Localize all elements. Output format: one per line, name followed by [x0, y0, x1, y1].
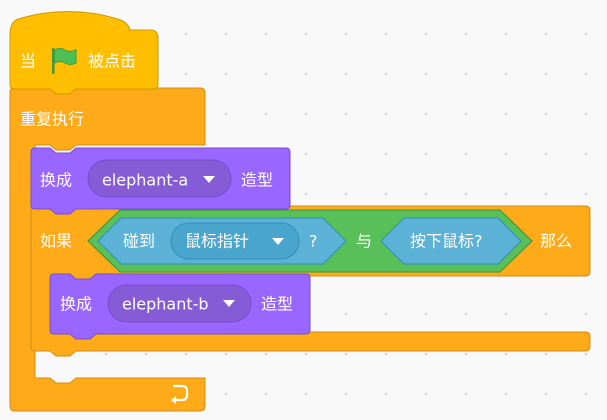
- touching-prefix: 碰到: [123, 232, 155, 251]
- hat-prefix: 当: [20, 52, 36, 71]
- and-label: 与: [356, 232, 372, 251]
- loop-arrow-icon: [171, 384, 189, 404]
- switch-costume-2-suffix: 造型: [261, 295, 293, 314]
- touching-suffix: ?: [309, 232, 318, 251]
- forever-block[interactable]: 重复执行: [9, 87, 206, 412]
- hat-suffix: 被点击: [88, 52, 136, 71]
- mouse-down-label: 按下鼠标?: [410, 232, 483, 251]
- switch-costume-block-1[interactable]: 换成 elephant-a 造型: [30, 147, 291, 215]
- forever-label: 重复执行: [20, 110, 84, 129]
- costume-dropdown-2[interactable]: elephant-b: [107, 284, 252, 323]
- if-label: 如果: [40, 232, 72, 251]
- switch-costume-block-2[interactable]: 换成 elephant-b 造型: [49, 273, 311, 340]
- chevron-down-icon: [272, 238, 284, 245]
- costume-dropdown-1[interactable]: elephant-a: [87, 159, 232, 198]
- then-label: 那么: [540, 232, 572, 251]
- when-flag-clicked-block[interactable]: 当 被点击: [9, 11, 159, 95]
- costume-1-value: elephant-a: [102, 171, 188, 190]
- switch-costume-2-prefix: 换成: [60, 295, 92, 314]
- chevron-down-icon: [203, 176, 215, 183]
- switch-costume-1-suffix: 造型: [241, 171, 273, 190]
- chevron-down-icon: [223, 300, 235, 307]
- costume-2-value: elephant-b: [122, 295, 209, 314]
- mouse-down-block[interactable]: 按下鼠标?: [380, 217, 522, 265]
- touching-block[interactable]: 碰到 鼠标指针 ?: [97, 217, 347, 265]
- green-flag-icon: [52, 48, 77, 74]
- touching-target-dropdown[interactable]: 鼠标指针: [170, 222, 300, 260]
- touching-target-value: 鼠标指针: [185, 232, 249, 251]
- switch-costume-1-prefix: 换成: [40, 171, 72, 190]
